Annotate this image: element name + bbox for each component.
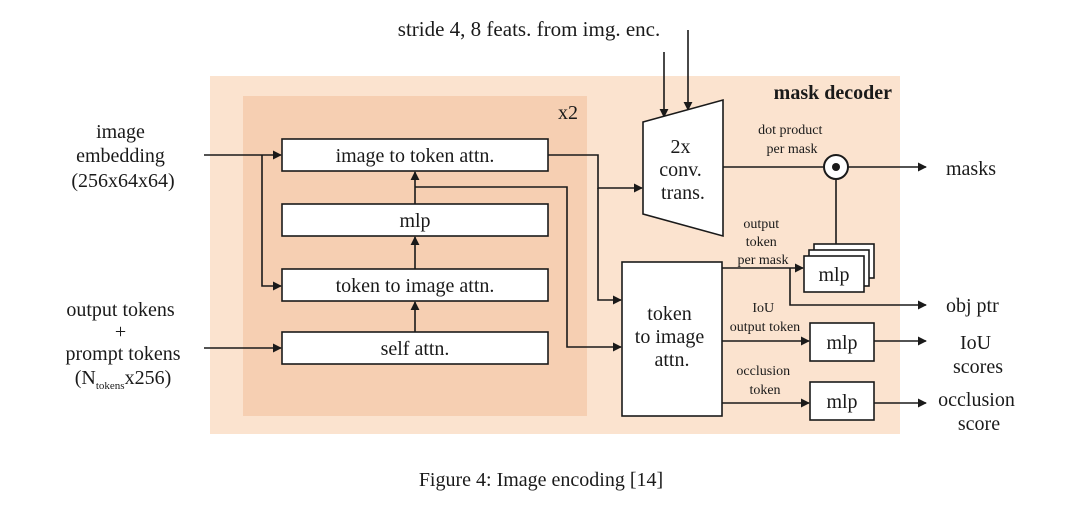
iou-output-token-label: IoU output token: [730, 301, 800, 335]
dot-product-line-2: per mask: [767, 142, 818, 157]
image-to-token-label: image to token attn.: [336, 145, 495, 167]
obj-ptr-arrow: [789, 268, 927, 310]
conv-trans-label: 2x conv. trans.: [659, 136, 707, 204]
mask-mlp-label: mlp: [818, 264, 849, 286]
dot-product-label: dot product per mask: [758, 123, 826, 157]
iou-scores-line-2: scores: [953, 356, 1003, 378]
self-attn-block: [281, 331, 549, 365]
image-embedding-line-3: (256x64x64): [71, 170, 174, 192]
tokens-shape-label: (Ntokensx256): [75, 367, 172, 392]
tokens-input-label: output tokens + prompt tokens: [66, 299, 181, 365]
iou-scores-line-1: IoU: [960, 332, 992, 354]
otpm-line-2: token: [746, 235, 777, 250]
iou-token-line-1: IoU: [752, 301, 774, 316]
stack-to-token-attn-2: [415, 186, 622, 352]
embedding-branch: [261, 155, 282, 291]
masks-label: masks: [946, 158, 996, 180]
image-embedding-label: image embedding (256x64x64): [71, 121, 174, 192]
occ-token-line-2: token: [749, 383, 780, 398]
conv-line-2: conv.: [659, 159, 702, 181]
token-to-image-block: [281, 268, 549, 302]
iou-scores-label: IoU scores: [953, 332, 1003, 378]
conv-trans-block: [642, 98, 724, 238]
stack-to-conv-line: [548, 154, 643, 193]
occlusion-mlp-block: [809, 381, 875, 421]
otpm-line-1: output: [743, 217, 779, 232]
occlusion-score-label: occlusion score: [938, 389, 1020, 435]
iou-mlp-block: [809, 322, 875, 362]
tokens-line-3: prompt tokens: [66, 343, 181, 365]
self-attn-label: self attn.: [381, 338, 450, 360]
mlp-block-label: mlp: [399, 210, 430, 232]
image-embedding-line-2: embedding: [76, 145, 165, 167]
token-to-image-attn-block: [621, 261, 723, 417]
output-token-per-mask-label: output token per mask: [738, 217, 789, 268]
figure-caption: Figure 4: Image encoding [14]: [419, 469, 663, 491]
occlusion-token-label: occlusion token: [736, 364, 793, 398]
image-to-token-block: [281, 138, 549, 172]
mlp-block: [281, 203, 549, 237]
token-attn-line-2: to image: [635, 326, 705, 348]
occlusion-score-line-2: score: [958, 413, 1000, 435]
iou-token-line-2: output token: [730, 320, 800, 335]
conv-line-1: 2x: [671, 136, 691, 158]
otpm-line-3: per mask: [738, 253, 789, 268]
occlusion-mlp-label: mlp: [826, 391, 857, 413]
tokens-line-2: +: [115, 321, 126, 343]
tokens-line-1: output tokens: [66, 299, 175, 321]
obj-ptr-label: obj ptr: [946, 295, 999, 317]
repeat-label: x2: [558, 102, 578, 124]
top-input-label: stride 4, 8 feats. from img. enc.: [398, 17, 660, 41]
conv-line-3: trans.: [661, 182, 705, 204]
token-attn-line-3: attn.: [655, 349, 690, 371]
stack-to-token-attn-1: [597, 188, 622, 305]
token-attn-line-1: token: [647, 303, 691, 325]
iou-mlp-label: mlp: [826, 332, 857, 354]
occ-token-line-1: occlusion: [736, 364, 790, 379]
dot-product-line-1: dot product: [758, 123, 822, 138]
mask-decoder-title: mask decoder: [774, 82, 892, 104]
token-to-image-attn-label: token to image attn.: [635, 303, 709, 371]
dot-product-center: [832, 163, 840, 171]
occlusion-score-line-1: occlusion: [938, 389, 1015, 411]
image-embedding-line-1: image: [96, 121, 145, 143]
mask-mlp-block: [803, 255, 865, 293]
token-to-image-label: token to image attn.: [336, 275, 495, 297]
